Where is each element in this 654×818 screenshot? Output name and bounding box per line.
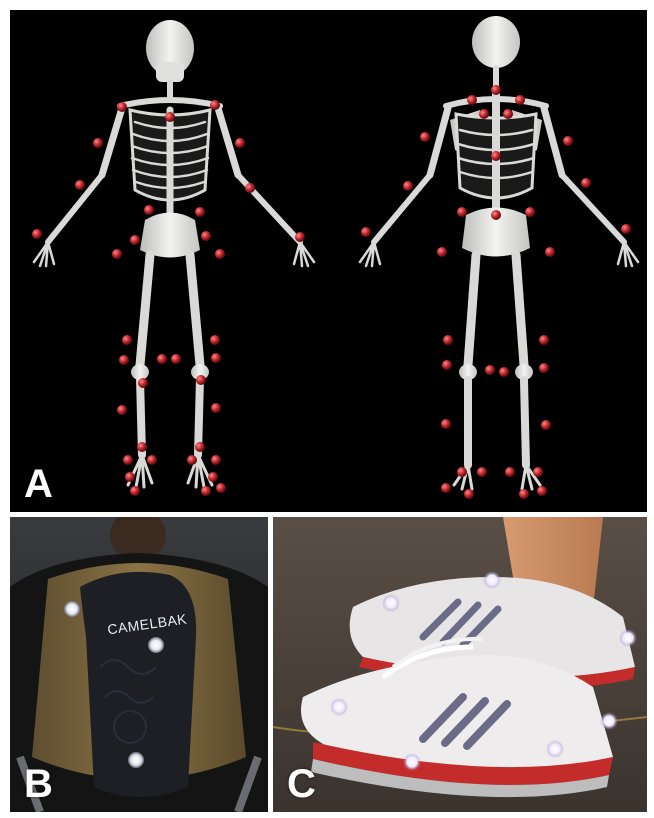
panel-b-backpack: CAMELBAK B (10, 517, 268, 812)
skeleton-illustration (10, 10, 647, 512)
panel-label-c: C (287, 764, 316, 804)
panel-label-b: B (24, 764, 53, 804)
skeleton-front (34, 20, 314, 487)
shoes-photo (273, 517, 647, 812)
panel-a-skeletons: A (10, 10, 647, 512)
panel-c-shoes: C (273, 517, 647, 812)
panel-label-a: A (24, 464, 53, 504)
